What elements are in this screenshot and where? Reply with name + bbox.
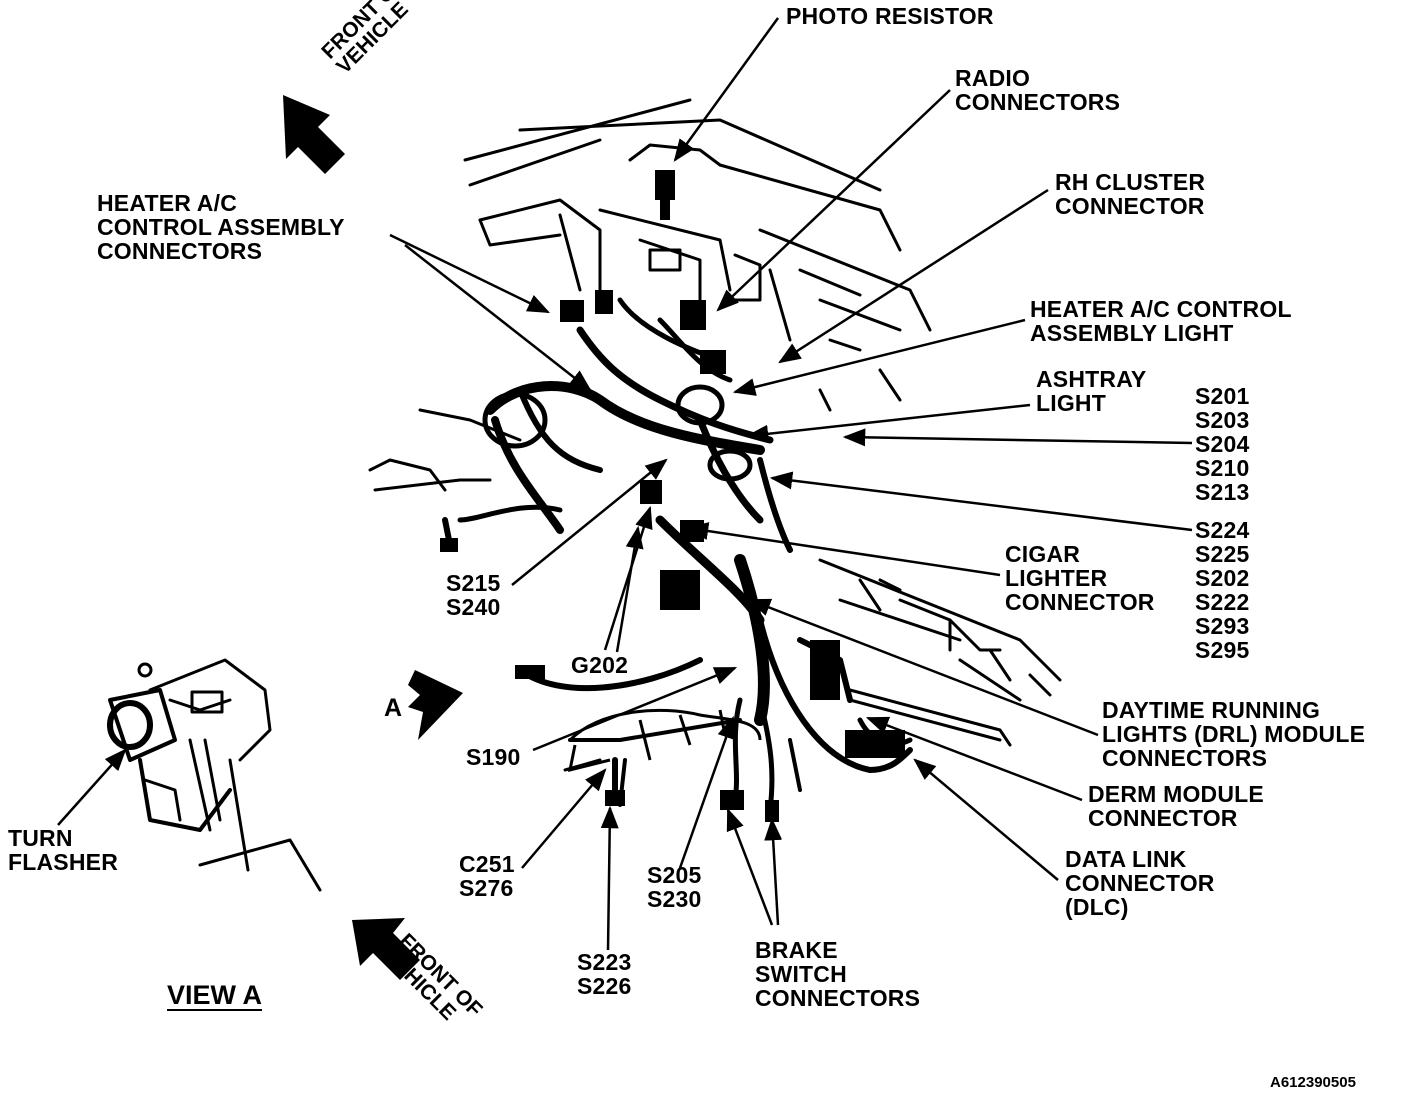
- label-g202: G202: [571, 652, 629, 678]
- label-derm-module-connector: DERM MODULE CONNECTOR: [1088, 781, 1264, 831]
- harness-wrap: [568, 708, 762, 773]
- connector-blocks: [440, 170, 905, 822]
- label-splices-group-2: S224 S225 S202 S222 S293 S295: [1195, 517, 1250, 663]
- label-turn-flasher: TURN FLASHER: [8, 825, 119, 875]
- label-cigar-lighter-connector: CIGAR LIGHTER CONNECTOR: [1005, 541, 1155, 615]
- leader-lines: [57, 17, 1193, 951]
- label-brake-switch-connectors: BRAKE SWITCH CONNECTORS: [755, 937, 921, 1011]
- label-s223-s226: S223 S226: [577, 949, 632, 999]
- figure-id: A612390505: [1270, 1074, 1356, 1091]
- label-s205-s230: S205 S230: [647, 862, 702, 912]
- label-heater-ac-control-assembly-light: HEATER A/C CONTROL ASSEMBLY LIGHT: [1030, 296, 1292, 346]
- label-heater-ac-control-assembly-connectors: HEATER A/C CONTROL ASSEMBLY CONNECTORS: [97, 190, 345, 264]
- view-a-arrow-icon: [408, 670, 463, 740]
- label-drl-module-connectors: DAYTIME RUNNING LIGHTS (DRL) MODULE CONN…: [1102, 697, 1366, 771]
- front-of-vehicle-arrow-2-icon: [352, 918, 420, 980]
- label-splices-group-1: S201 S203 S204 S210 S213: [1195, 383, 1250, 505]
- direction-arrows: [283, 95, 463, 980]
- label-data-link-connector: DATA LINK CONNECTOR (DLC): [1065, 846, 1215, 920]
- label-ashtray-light: ASHTRAY LIGHT: [1036, 366, 1147, 416]
- front-of-vehicle-arrow-icon: [283, 95, 345, 174]
- label-s190: S190: [466, 744, 521, 770]
- label-s215-s240: S215 S240: [446, 570, 501, 620]
- harness-loop: [482, 384, 753, 482]
- label-photo-resistor: PHOTO RESISTOR: [786, 3, 994, 29]
- label-c251-s276: C251 S276: [459, 851, 515, 901]
- label-radio-connectors: RADIO CONNECTORS: [955, 65, 1121, 115]
- dashboard-structure: [368, 98, 1062, 747]
- wiring-harness: [442, 297, 913, 813]
- label-view-marker-a: A: [384, 694, 403, 722]
- view-a-sketch: [107, 658, 322, 892]
- label-rh-cluster-connector: RH CLUSTER CONNECTOR: [1055, 169, 1206, 219]
- view-a-title: VIEW A: [167, 980, 263, 1010]
